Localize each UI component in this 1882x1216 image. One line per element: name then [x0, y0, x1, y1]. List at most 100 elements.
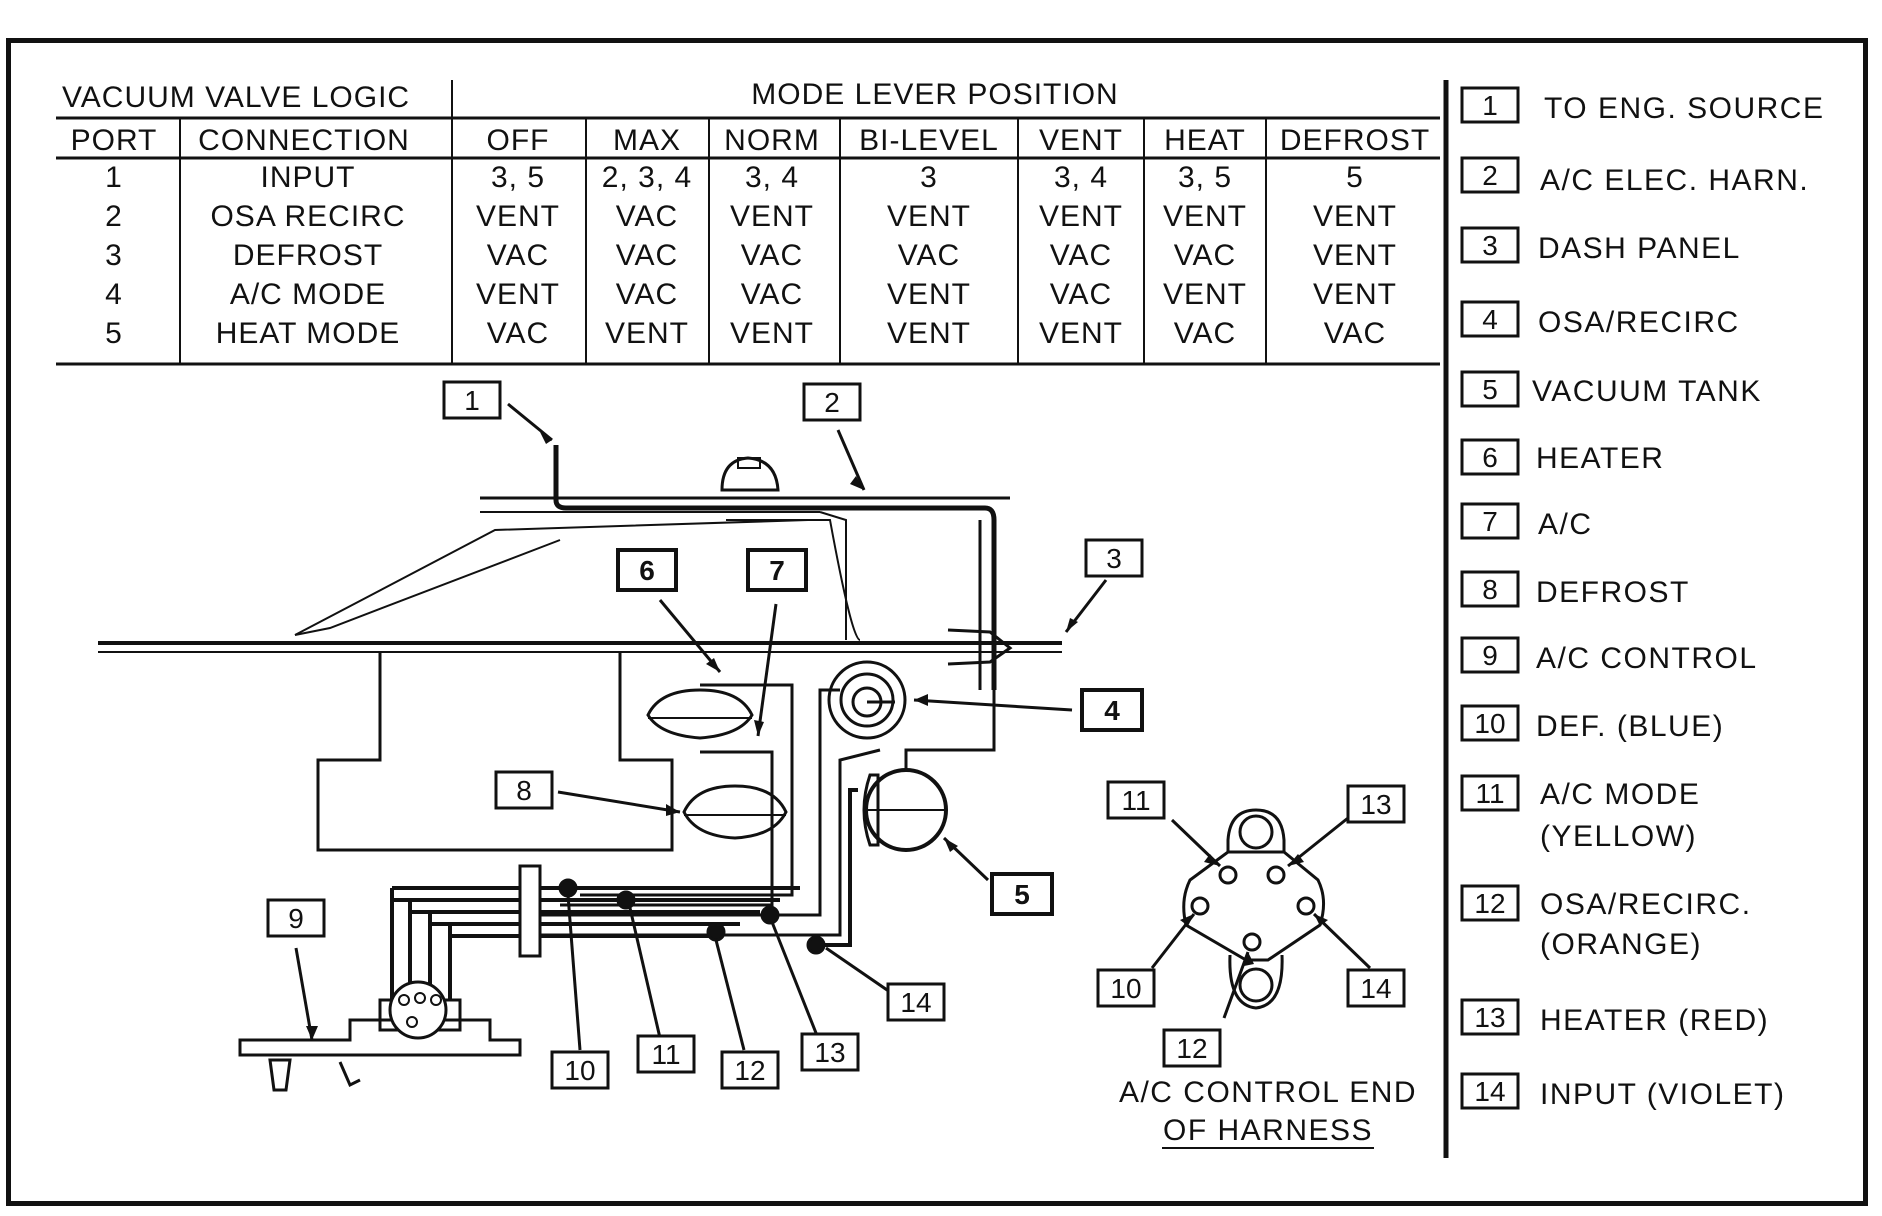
callout-9: 9 — [266, 898, 326, 938]
table-row: 1 INPUT 3, 5 2, 3, 4 3, 4 3 3, 4 3, 5 5 — [105, 161, 1364, 194]
svg-text:TO ENG. SOURCE: TO ENG. SOURCE — [1544, 92, 1824, 125]
cell-value: 2, 3, 4 — [602, 161, 692, 194]
cell-value: 3, 4 — [1054, 161, 1108, 194]
mode-header-bi-level: BI-LEVEL — [859, 124, 999, 157]
svg-text:4: 4 — [1482, 304, 1498, 335]
svg-text:1: 1 — [1482, 90, 1498, 121]
cell-value: VENT — [887, 200, 971, 233]
table-row: 5 HEAT MODE VAC VENT VENT VENT VENT VAC … — [105, 317, 1385, 350]
cell-value: VAC — [616, 239, 678, 272]
legend-item-8: 8 DEFROST — [1460, 570, 1690, 609]
legend-item-4: 4 OSA/RECIRC — [1460, 300, 1738, 339]
cell-value: 5 — [1346, 161, 1364, 194]
mode-header-max: MAX — [613, 124, 681, 157]
callout-7: 7 — [746, 548, 808, 592]
cell-value: VAC — [1050, 278, 1112, 311]
legend-item-13: 13 HEATER (RED) — [1460, 998, 1768, 1037]
svg-text:11: 11 — [651, 1039, 680, 1070]
cell-value: 3, 5 — [1178, 161, 1232, 194]
connector-callout-13: 13 — [1346, 784, 1406, 824]
mode-header-heat: HEAT — [1164, 124, 1246, 157]
svg-text:DEFROST: DEFROST — [1536, 576, 1690, 609]
connector-callout-11: 11 — [1106, 780, 1166, 820]
cell-port: 4 — [105, 278, 123, 311]
svg-text:14: 14 — [900, 987, 931, 1018]
svg-text:HEATER: HEATER — [1536, 442, 1664, 475]
legend-item-10: 10 DEF. (BLUE) — [1460, 704, 1723, 743]
cell-value: VENT — [1313, 200, 1397, 233]
table-row: 2 OSA RECIRC VENT VAC VENT VENT VENT VEN… — [105, 200, 1397, 233]
callout-14: 14 — [886, 982, 946, 1022]
legend: 1 TO ENG. SOURCE 2 A/C ELEC. HARN. 3 DAS… — [1460, 86, 1824, 1111]
column-header-connection: CONNECTION — [198, 124, 410, 157]
table-title: VACUUM VALVE LOGIC — [62, 81, 410, 114]
cell-connection: DEFROST — [233, 239, 383, 272]
svg-text:11: 11 — [1121, 785, 1150, 816]
svg-text:13: 13 — [1360, 789, 1391, 820]
svg-text:6: 6 — [1482, 442, 1498, 473]
svg-text:A/C CONTROL: A/C CONTROL — [1536, 642, 1758, 675]
vacuum-valve-logic-table: VACUUM VALVE LOGIC MODE LEVER POSITION P… — [56, 78, 1440, 366]
connector-caption-line2: OF HARNESS — [1163, 1114, 1373, 1147]
cell-value: VAC — [1174, 239, 1236, 272]
cell-value: VENT — [476, 278, 560, 311]
cell-port: 1 — [105, 161, 123, 194]
cell-value: VENT — [1163, 278, 1247, 311]
connector-callout-12: 12 — [1162, 1028, 1222, 1068]
svg-text:13: 13 — [814, 1037, 845, 1068]
callout-arrows — [294, 402, 1372, 1051]
mode-header-off: OFF — [487, 124, 550, 157]
svg-text:8: 8 — [1482, 574, 1498, 605]
connector-callout-10: 10 — [1096, 968, 1156, 1008]
callout-boxes: 1 2 3 4 5 6 7 8 — [266, 380, 1406, 1090]
cell-value: VENT — [1163, 200, 1247, 233]
svg-text:3: 3 — [1482, 230, 1498, 261]
cell-value: VAC — [487, 239, 549, 272]
svg-text:12: 12 — [1176, 1033, 1207, 1064]
mode-header-defrost: DEFROST — [1280, 124, 1430, 157]
svg-text:INPUT (VIOLET): INPUT (VIOLET) — [1540, 1078, 1785, 1111]
callout-10: 10 — [550, 1050, 610, 1090]
callout-1: 1 — [442, 380, 502, 420]
svg-text:OSA/RECIRC.: OSA/RECIRC. — [1540, 888, 1752, 921]
svg-text:A/C ELEC. HARN.: A/C ELEC. HARN. — [1540, 164, 1809, 197]
cell-value: VAC — [741, 278, 803, 311]
svg-text:14: 14 — [1360, 973, 1391, 1004]
cell-value: VAC — [616, 278, 678, 311]
harness-connector-end — [1182, 808, 1325, 1010]
cell-value: VENT — [887, 317, 971, 350]
cell-connection: OSA RECIRC — [210, 200, 405, 233]
diagram-frame — [6, 38, 1868, 1206]
cell-connection: HEAT MODE — [216, 317, 401, 350]
cell-value: VAC — [1050, 239, 1112, 272]
mode-header-norm: NORM — [724, 124, 820, 157]
legend-item-12: 12 OSA/RECIRC. (ORANGE) — [1460, 884, 1752, 961]
svg-text:13: 13 — [1474, 1002, 1505, 1033]
cell-port: 2 — [105, 200, 123, 233]
svg-text:DASH PANEL: DASH PANEL — [1538, 232, 1741, 265]
callout-4: 4 — [1080, 688, 1144, 732]
svg-text:6: 6 — [639, 555, 655, 586]
svg-text:10: 10 — [1474, 708, 1505, 739]
legend-item-11: 11 A/C MODE (YELLOW) — [1460, 774, 1700, 853]
svg-text:5: 5 — [1482, 374, 1498, 405]
cell-value: VENT — [476, 200, 560, 233]
cell-value: 3, 4 — [745, 161, 799, 194]
callout-arrowheads — [306, 432, 1328, 1040]
cell-value: VENT — [1313, 239, 1397, 272]
callout-5: 5 — [990, 872, 1054, 916]
cell-value: VENT — [730, 200, 814, 233]
cell-value: 3 — [920, 161, 938, 194]
callout-3: 3 — [1084, 538, 1144, 578]
svg-text:A/C MODE: A/C MODE — [1540, 778, 1700, 811]
legend-item-5: 5 VACUUM TANK — [1460, 370, 1760, 408]
svg-text:A/C: A/C — [1538, 508, 1593, 541]
callout-6: 6 — [616, 548, 678, 592]
connector-caption-line1: A/C CONTROL END — [1119, 1076, 1417, 1109]
svg-text:2: 2 — [824, 387, 840, 418]
callout-12: 12 — [720, 1050, 780, 1090]
svg-text:1: 1 — [464, 385, 480, 416]
cell-port: 3 — [105, 239, 123, 272]
legend-item-1: 1 TO ENG. SOURCE — [1460, 86, 1824, 125]
